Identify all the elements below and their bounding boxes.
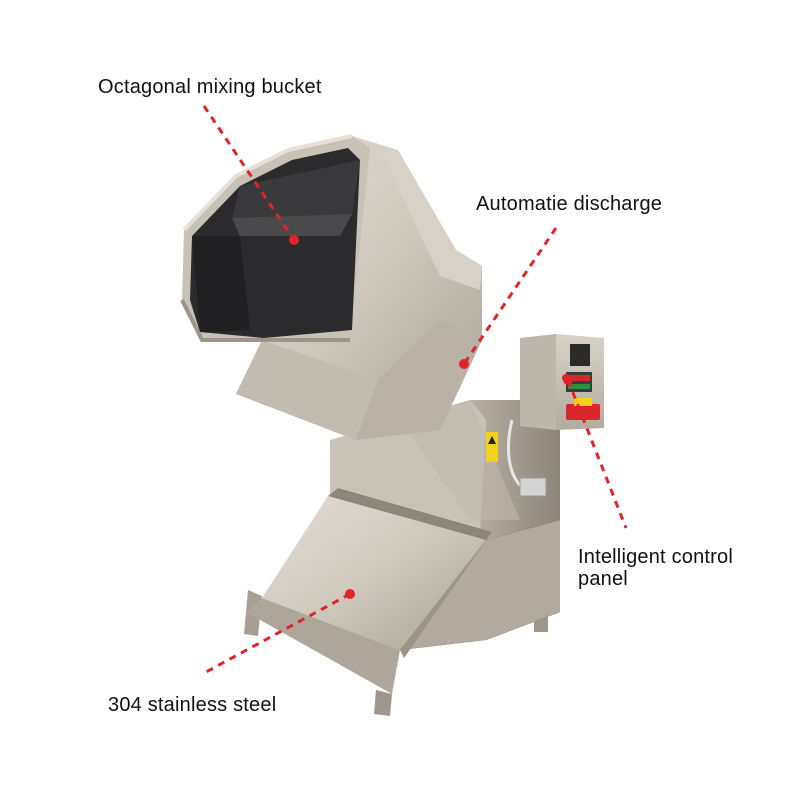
callout-label-steel: 304 stainless steel xyxy=(108,694,277,716)
callout-label-panel-line2: panel xyxy=(578,568,628,590)
motor-box xyxy=(519,477,547,497)
callout-line-discharge xyxy=(462,227,558,365)
callout-dot-panel xyxy=(563,375,573,385)
callout-lines xyxy=(202,105,628,674)
callout-dot-bucket xyxy=(289,235,299,245)
warning-label xyxy=(486,432,498,462)
callout-line-bucket xyxy=(202,105,296,241)
power-switch xyxy=(566,404,600,420)
callout-line-panel xyxy=(566,379,628,529)
callout-line-steel xyxy=(205,592,351,674)
callout-label-panel-line1: Intelligent control xyxy=(578,546,734,568)
callout-dots xyxy=(289,235,573,599)
octagonal-bucket xyxy=(180,134,482,440)
discharge-tray xyxy=(246,488,492,694)
callout-label-discharge: Automatie discharge xyxy=(476,193,663,215)
callout-dot-steel xyxy=(345,589,355,599)
callout-label-bucket: Octagonal mixing bucket xyxy=(98,76,322,98)
control-panel xyxy=(520,334,604,430)
callout-label-panel: Intelligent control panel xyxy=(578,546,733,590)
callout-dot-discharge xyxy=(459,359,469,369)
